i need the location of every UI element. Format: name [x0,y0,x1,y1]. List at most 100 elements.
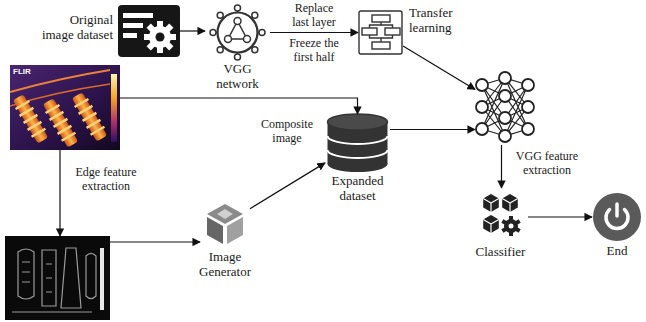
neural-network-icon [522,101,534,113]
edge-image [5,236,110,320]
classifier-icon [509,224,514,229]
neural-network-icon [499,90,511,102]
classifier-icon [483,194,520,236]
end-icon: End [592,192,642,242]
generator-icon [217,209,233,219]
arrow-connector [528,216,592,217]
edge-image [42,250,56,306]
network-icon: VGG network [205,5,270,60]
edge-image [61,248,81,308]
generator-icon [227,217,243,244]
thermal-photo [41,97,80,148]
transfer-icon [372,42,390,49]
edge-image [100,248,104,310]
edge-image [86,254,96,299]
node-label: Classifier [466,245,536,260]
neural-network-icon [476,123,488,135]
arrow-connector [390,129,475,130]
arrow-connector [501,145,502,188]
node-label: VGG network [208,62,268,92]
database-icon: Expanded dataset [325,114,390,172]
arrow-connector [270,32,358,33]
dataset-icon [118,5,180,57]
generator-icon [207,204,243,244]
classifier-icon: Classifier [473,188,528,243]
thermal-photo [13,94,48,143]
database-icon [328,136,388,144]
neural-network-icon [476,72,534,142]
transfer-icon: Transfer learning [358,10,403,55]
network-icon [217,12,223,18]
thermal-photo [72,92,107,141]
arrow-connector [250,163,325,209]
neural-network-icon [499,72,511,84]
neural-network-icon [522,123,534,135]
network-icon [252,47,258,53]
generator-icon [207,217,223,244]
edge-image [5,236,110,320]
node-label: Expanded dataset [325,174,391,204]
connector-label: Composite image [255,118,319,146]
arrow-connector [59,150,60,236]
edge-image [12,248,96,312]
database-icon [328,114,388,130]
network-icon [244,36,251,43]
connector-label: VGG feature extraction [511,150,583,178]
arrow-connector [403,46,475,89]
dataset-icon [123,23,143,28]
database-icon [328,150,388,158]
edge-image [12,311,92,312]
network-icon [217,47,223,53]
arrow-connector [110,241,200,242]
network-icon [234,18,241,25]
dataset-icon [123,33,137,38]
neural-network-icon [475,70,535,145]
node-label: FLIR [13,68,31,76]
neural-network-icon [522,79,534,91]
transfer-icon [362,28,377,35]
edge-image [22,262,30,282]
edge-image [18,249,34,299]
dataset-icon [149,26,171,48]
thermal-photo [10,65,120,150]
end-icon [615,204,619,216]
network-icon [218,13,256,51]
dataset-icon [156,33,165,42]
node-label: Original image dataset [37,13,113,43]
connector-label: Replace last layer [287,2,341,30]
edge-image [46,264,52,292]
classifier-icon [483,199,518,234]
thermal-photo [43,98,78,147]
end-icon [593,193,641,241]
database-icon [328,114,388,172]
dataset-icon [123,13,153,18]
network-icon [235,54,241,60]
node-label: Image Generator [192,250,258,280]
transfer-icon [359,11,402,54]
thermal-photo [11,93,50,144]
dataset-icon: Original image dataset [118,5,180,57]
arrow-connector [120,98,358,114]
transfer-icon [370,22,393,42]
network-icon [210,30,216,36]
neural-network-icon [499,112,511,124]
edge-image [5,236,110,320]
thermal-photo [10,65,120,150]
network-icon [225,36,232,43]
network-icon [252,12,258,18]
transfer-icon [372,15,390,22]
transfer-icon [359,11,402,54]
connector-label: Edge feature extraction [67,166,145,194]
thermal-photo [75,99,105,135]
dataset-icon [144,21,176,53]
classifier-icon [504,219,518,233]
thermal-photo [111,74,117,142]
network-icon [259,30,265,36]
annotation-label: Freeze the first half [287,37,341,65]
generator-icon: Image Generator [200,200,250,248]
network-icon [218,13,256,51]
node-label: End [592,244,642,259]
network-icon [235,5,241,11]
node-label: Transfer learning [409,6,464,36]
